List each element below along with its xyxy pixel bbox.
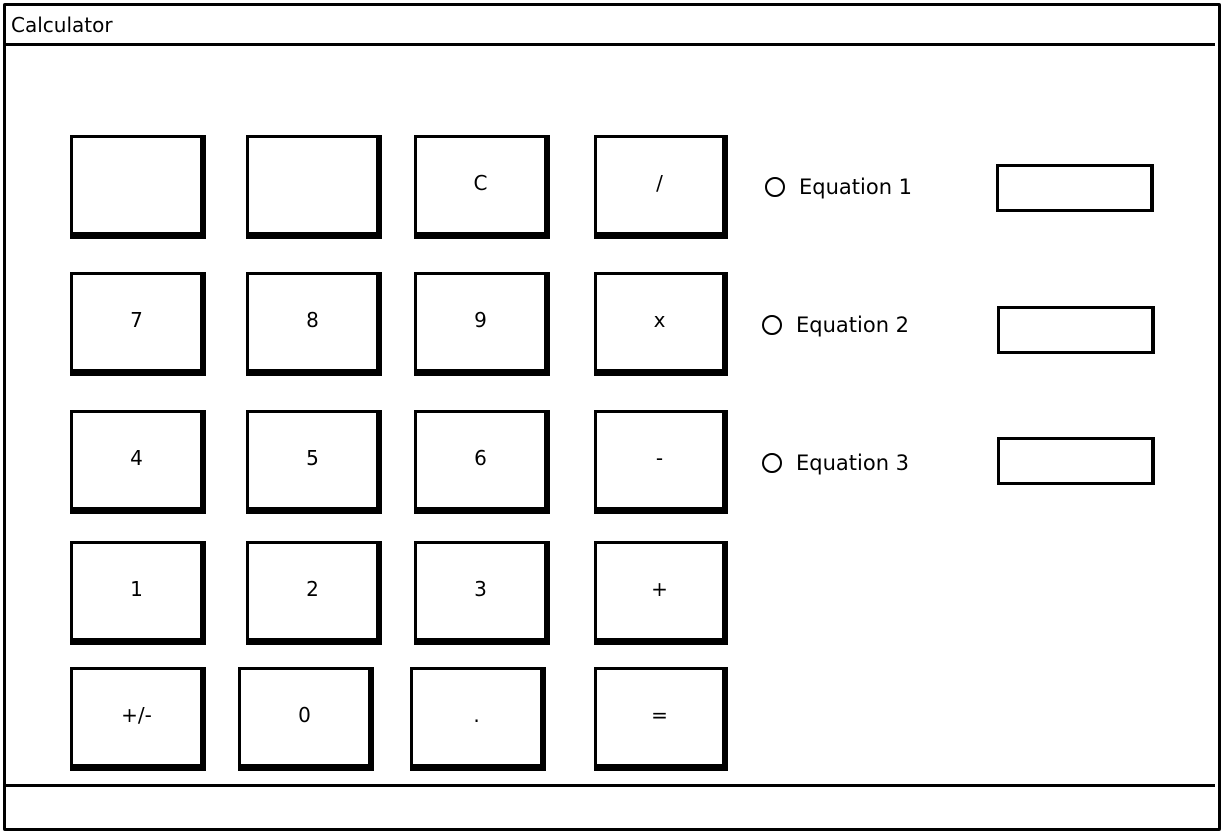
equation-3-radio[interactable]	[762, 453, 782, 473]
decimal-key[interactable]: .	[410, 667, 546, 771]
blank-key-2[interactable]	[246, 135, 382, 239]
four-key[interactable]: 4	[70, 410, 206, 514]
three-key[interactable]: 3	[414, 541, 550, 645]
eight-key[interactable]: 8	[246, 272, 382, 376]
equation-3-label: Equation 3	[796, 451, 910, 475]
equation-2-field[interactable]	[997, 306, 1155, 354]
calculator-window	[3, 3, 1221, 831]
equation-3-field[interactable]	[997, 437, 1155, 485]
equation-1-radio[interactable]	[765, 177, 785, 197]
equation-2-option[interactable]: Equation 2	[762, 313, 909, 337]
nine-key[interactable]: 9	[414, 272, 550, 376]
equation-3-option[interactable]: Equation 3	[762, 451, 909, 475]
equation-1-option[interactable]: Equation 1	[765, 175, 912, 199]
six-key[interactable]: 6	[414, 410, 550, 514]
blank-key-1[interactable]	[70, 135, 206, 239]
seven-key[interactable]: 7	[70, 272, 206, 376]
two-key[interactable]: 2	[246, 541, 382, 645]
five-key[interactable]: 5	[246, 410, 382, 514]
add-key[interactable]: +	[594, 541, 728, 645]
clear-key[interactable]: C	[414, 135, 550, 239]
title-bar: Calculator	[3, 3, 1215, 46]
divide-key[interactable]: /	[594, 135, 728, 239]
equation-2-radio[interactable]	[762, 315, 782, 335]
zero-key[interactable]: 0	[238, 667, 374, 771]
equals-key[interactable]: =	[594, 667, 728, 771]
status-bar-divider	[3, 784, 1215, 787]
window-title: Calculator	[11, 13, 113, 37]
sign-toggle-key[interactable]: +/-	[70, 667, 206, 771]
equation-2-label: Equation 2	[796, 313, 910, 337]
equation-1-label: Equation 1	[799, 175, 913, 199]
multiply-key[interactable]: x	[594, 272, 728, 376]
equation-1-field[interactable]	[996, 164, 1154, 212]
one-key[interactable]: 1	[70, 541, 206, 645]
subtract-key[interactable]: -	[594, 410, 728, 514]
